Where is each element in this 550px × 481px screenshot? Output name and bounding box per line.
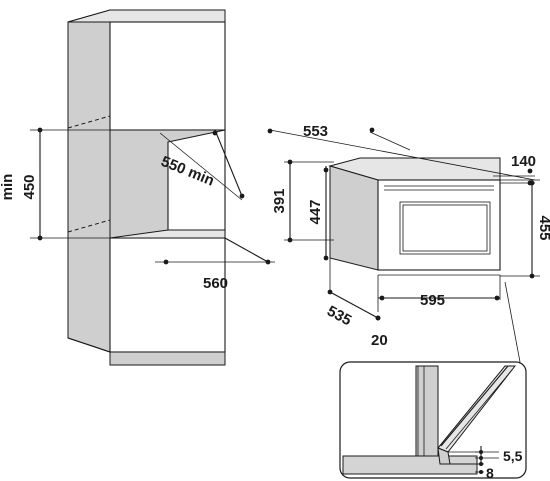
niche-height-dimension: 450 min xyxy=(0,127,110,241)
inner-height-dimension: 447 xyxy=(307,166,329,261)
front-height-label: 455 xyxy=(536,215,550,240)
niche-height-min-label: min xyxy=(0,174,16,201)
detail-gap-bottom-dimension: 8 xyxy=(475,462,494,481)
body-height-dimension: 391 xyxy=(271,159,334,243)
niche-height-label: 450 xyxy=(21,174,38,199)
body-depth-dimension: 553 xyxy=(267,123,536,181)
body-height-label: 391 xyxy=(271,188,288,213)
niche-width-dimension: 560 xyxy=(155,237,275,292)
total-depth-label: 535 xyxy=(324,303,354,330)
inner-height-label: 447 xyxy=(307,199,324,224)
detail-leader-line xyxy=(504,281,521,363)
appliance-drawing xyxy=(328,157,501,276)
detail-gap-bottom-label: 8 xyxy=(486,465,494,481)
front-width-label: 595 xyxy=(420,292,445,309)
cabinet-drawing xyxy=(67,9,226,366)
front-gap-label: 20 xyxy=(371,332,388,349)
detail-gap-top-dimension: 5,5 xyxy=(475,446,523,464)
detail-gap-top-label: 5,5 xyxy=(503,448,523,464)
body-depth-label: 553 xyxy=(303,123,328,140)
front-gap-dimension: 20 xyxy=(371,315,388,349)
front-width-dimension: 595 xyxy=(377,275,501,312)
niche-width-label: 560 xyxy=(203,275,228,292)
front-offset-label: 140 xyxy=(511,153,536,170)
detail-view xyxy=(339,361,527,479)
front-height-dimension: 455 xyxy=(500,179,550,279)
